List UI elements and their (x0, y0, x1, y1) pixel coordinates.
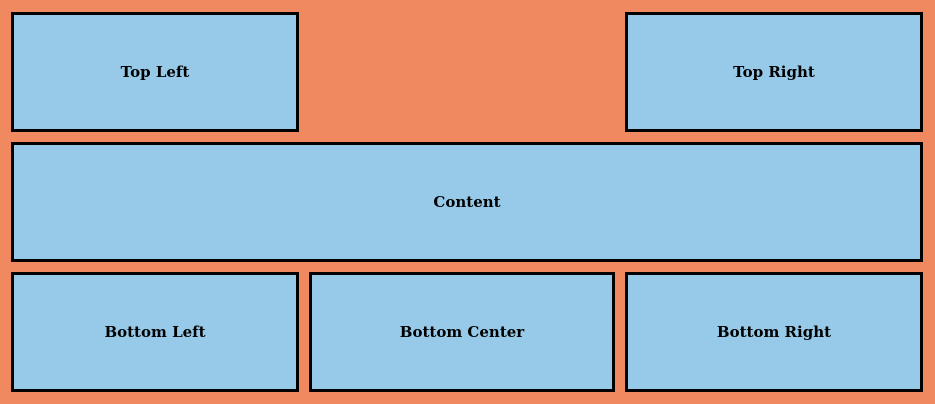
content-label: Content (433, 193, 501, 211)
top-right-label: Top Right (733, 63, 815, 81)
bottom-right-label: Bottom Right (716, 323, 832, 341)
bottom-left-label: Bottom Left (104, 323, 206, 341)
bottom-left-box: Bottom Left (11, 272, 299, 392)
bottom-center-label: Bottom Center (399, 323, 525, 341)
top-left-label: Top Left (120, 63, 190, 81)
top-right-box: Top Right (625, 12, 923, 132)
bottom-center-box: Bottom Center (309, 272, 615, 392)
bottom-right-box: Bottom Right (625, 272, 923, 392)
top-left-box: Top Left (11, 12, 299, 132)
content-box: Content (11, 142, 923, 262)
